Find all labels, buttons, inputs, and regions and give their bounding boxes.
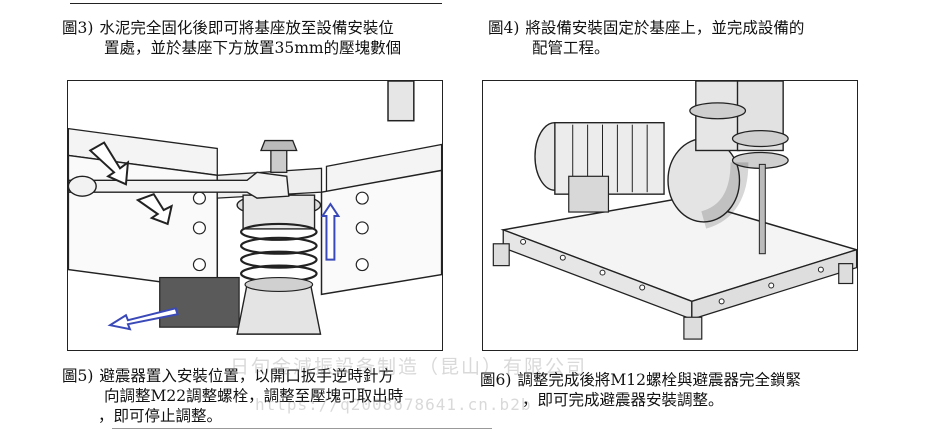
caption-fig4-line2: 配管工程。: [532, 39, 610, 57]
caption-fig6-number: 圖6): [480, 371, 512, 389]
caption-fig4-number: 圖4): [488, 19, 520, 37]
caption-fig6: 圖6) 調整完成後將M12螺栓與避震器完全鎖緊 ，即可完成避震器安裝調整。: [480, 370, 801, 410]
watermark-company: 日旬金減振設备制造（昆山）有限公司: [230, 356, 588, 378]
figure-isolator-adjustment: [67, 80, 443, 351]
caption-fig3-number: 圖3): [62, 19, 94, 37]
caption-fig6-line2: ，即可完成避震器安裝調整。: [522, 391, 724, 409]
isolator-adjustment-illustration: [68, 81, 442, 335]
caption-fig3-line2: 置處，並於基座下方放置35mm的壓塊數個: [104, 39, 402, 57]
caption-fig5: 圖5) 避震器置入安裝位置，以開口扳手逆時針方 向調整M22調整螺栓，調整至壓塊可…: [62, 366, 403, 426]
caption-fig5-line1: 避震器置入安裝位置，以開口扳手逆時針方: [99, 367, 394, 385]
caption-fig3: 圖3) 水泥完全固化後即可將基座放至設備安裝位 置處，並於基座下方放置35mm的壓…: [62, 18, 401, 58]
caption-fig5-line3: ，即可停止調整。: [98, 407, 223, 425]
caption-fig4: 圖4) 將設備安裝固定於基座上，並完成設備的 配管工程。: [488, 18, 804, 58]
caption-fig5-line2: 向調整M22調整螺栓，調整至壓塊可取出時: [104, 387, 404, 405]
caption-fig5-number: 圖5): [62, 367, 94, 385]
watermark-url: https://q2008678641.cn.b2b: [255, 395, 532, 414]
bottom-divider: [112, 428, 492, 429]
caption-fig4-line1: 將設備安裝固定於基座上，並完成設備的: [525, 19, 805, 37]
installed-pump-illustration: [492, 81, 857, 340]
caption-fig3-line1: 水泥完全固化後即可將基座放至設備安裝位: [99, 19, 394, 37]
caption-fig6-line1: 調整完成後將M12螺栓與避震器完全鎖緊: [517, 371, 802, 389]
figure-installed-pump: [482, 80, 858, 351]
top-divider: [70, 0, 442, 4]
